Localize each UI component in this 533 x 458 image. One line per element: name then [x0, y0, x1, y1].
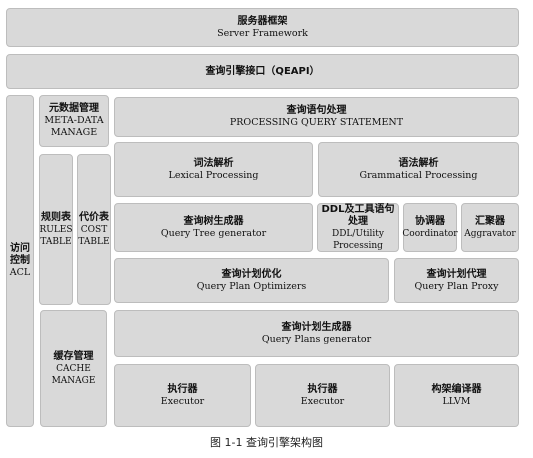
rules-zh: 规则表 [41, 211, 71, 223]
grammatical-en: Grammatical Processing [359, 169, 478, 181]
plans-generator-zh: 查询计划生成器 [281, 321, 352, 333]
executor-2-en: Executor [300, 395, 345, 407]
cost-table-box: 代价表 COST TABLE [77, 154, 111, 305]
rules-en-2: TABLE [40, 236, 72, 247]
coordinator-en: Coordinator [402, 228, 458, 239]
qeapi-label: 查询引擎接口（QEAPI） [205, 65, 320, 77]
aggravator-box: 汇聚器 Aggravator [461, 203, 519, 252]
processing-box: 查询语句处理 PROCESSING QUERY STATEMENT [114, 97, 519, 137]
plans-generator-en: Query Plans generator [261, 333, 372, 345]
aggravator-zh: 汇聚器 [475, 215, 505, 227]
acl-box: 访问 控制 ACL [6, 95, 34, 427]
server-framework-box: 服务器框架 Server Framework [6, 8, 519, 47]
executor-1-en: Executor [160, 395, 205, 407]
proxy-en: Query Plan Proxy [414, 280, 499, 292]
ddl-en-2: Processing [333, 240, 383, 251]
processing-en: PROCESSING QUERY STATEMENT [229, 117, 404, 128]
cache-en-1: CACHE [56, 363, 91, 374]
llvm-zh: 构架编译器 [431, 383, 482, 395]
ddl-zh-1: DDL及工具语句 [321, 203, 395, 215]
optimizer-box: 查询计划优化 Query Plan Optimizers [114, 258, 389, 303]
metadata-en-1: META-DATA [44, 115, 104, 126]
metadata-box: 元数据管理 META-DATA MANAGE [39, 95, 109, 147]
ddl-en-1: DDL/Utility [332, 228, 384, 239]
proxy-zh: 查询计划代理 [426, 268, 487, 280]
cache-en-2: MANAGE [51, 375, 96, 386]
ddl-box: DDL及工具语句 处理 DDL/Utility Processing [317, 203, 399, 252]
coordinator-zh: 协调器 [415, 215, 445, 227]
grammatical-zh: 语法解析 [398, 157, 439, 169]
cache-zh: 缓存管理 [53, 350, 94, 362]
metadata-en-2: MANAGE [50, 127, 98, 138]
server-framework-zh: 服务器框架 [237, 15, 288, 27]
cache-box: 缓存管理 CACHE MANAGE [40, 310, 107, 427]
query-tree-en: Query Tree generator [160, 227, 267, 239]
server-framework-en: Server Framework [217, 27, 308, 39]
executor-2-box: 执行器 Executor [255, 364, 390, 427]
executor-1-zh: 执行器 [167, 383, 198, 395]
figure-caption: 图 1-1 查询引擎架构图 [210, 436, 323, 449]
lexical-box: 词法解析 Lexical Processing [114, 142, 313, 197]
executor-2-zh: 执行器 [307, 383, 338, 395]
query-tree-box: 查询树生成器 Query Tree generator [114, 203, 313, 252]
rules-en-1: RULES [39, 224, 73, 235]
acl-zh-2: 控制 [10, 255, 30, 266]
optimizer-en: Query Plan Optimizers [196, 280, 307, 292]
optimizer-zh: 查询计划优化 [221, 268, 282, 280]
plans-generator-box: 查询计划生成器 Query Plans generator [114, 310, 519, 357]
acl-en: ACL [9, 267, 31, 278]
acl-zh-1: 访问 [10, 243, 30, 254]
lexical-zh: 词法解析 [193, 157, 234, 169]
qeapi-box: 查询引擎接口（QEAPI） [6, 54, 519, 89]
aggravator-en: Aggravator [464, 228, 516, 239]
grammatical-box: 语法解析 Grammatical Processing [318, 142, 519, 197]
llvm-en: LLVM [442, 395, 471, 407]
rules-table-box: 规则表 RULES TABLE [39, 154, 73, 305]
cost-en-1: COST [80, 224, 108, 235]
llvm-box: 构架编译器 LLVM [394, 364, 519, 427]
cost-en-2: TABLE [78, 236, 110, 247]
lexical-en: Lexical Processing [168, 169, 259, 181]
metadata-zh: 元数据管理 [49, 103, 99, 114]
ddl-zh-2: 处理 [348, 215, 368, 227]
processing-zh: 查询语句处理 [286, 105, 347, 116]
query-tree-zh: 查询树生成器 [183, 215, 244, 227]
executor-1-box: 执行器 Executor [114, 364, 251, 427]
proxy-box: 查询计划代理 Query Plan Proxy [394, 258, 519, 303]
coordinator-box: 协调器 Coordinator [402, 203, 458, 252]
cost-zh: 代价表 [79, 211, 109, 223]
